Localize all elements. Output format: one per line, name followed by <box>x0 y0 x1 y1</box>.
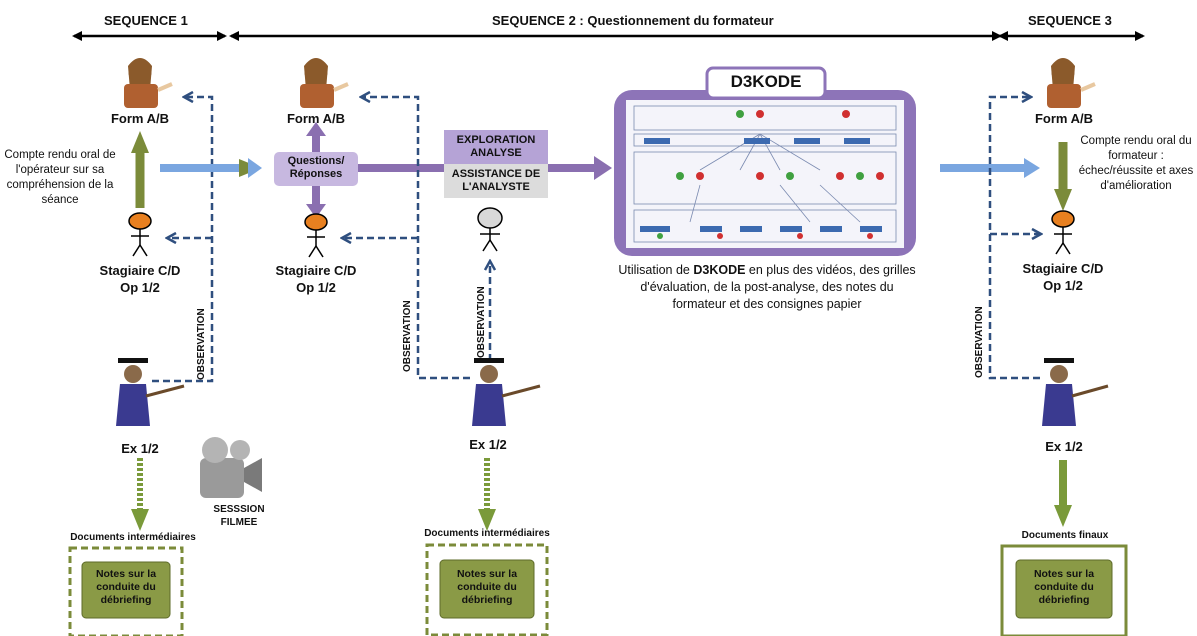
observation-label-3: OBSERVATION <box>974 306 985 378</box>
scroll-frame-1 <box>68 546 184 636</box>
camera-icon <box>200 437 262 498</box>
scroll-notes-2: Notes sur la conduite du débriefing <box>456 568 518 606</box>
exploration-box <box>444 130 548 164</box>
sequence-2-label: SEQUENCE 2 : Questionnement du formateur <box>492 13 774 28</box>
expert-figure-2 <box>472 358 541 426</box>
sequence-1-label: SEQUENCE 1 <box>104 13 188 28</box>
d3kode-panel <box>614 66 916 256</box>
expert-label-1: Ex 1/2 <box>121 441 159 456</box>
stagiaire-figure-3 <box>1051 210 1075 255</box>
questions-reponses-label: Questions/ Réponses <box>287 155 345 180</box>
assistance-box <box>444 164 548 198</box>
trainer-figure-3 <box>1047 58 1096 108</box>
sequence-3-label: SEQUENCE 3 <box>1028 13 1112 28</box>
observation-label-2: OBSERVATION <box>402 300 413 372</box>
d3kode-title: D3KODE <box>730 72 802 91</box>
observation-loop-1 <box>152 97 214 383</box>
stagiaire-figure-1 <box>128 212 152 257</box>
documents-intermediaires-1: Documents intermédiaires <box>70 532 196 543</box>
assistance-label: ASSISTANCE DE L'ANALYSTE <box>451 168 541 193</box>
expert-label-3: Ex 1/2 <box>1045 439 1083 454</box>
scroll-notes-1: Notes sur la conduite du débriefing <box>95 568 157 606</box>
scroll-frame-2 <box>425 543 549 636</box>
observation-label-analyste: OBSERVATION <box>476 286 487 358</box>
compte-rendu-formateur: Compte rendu oral du formateur : échec/r… <box>1078 135 1194 192</box>
observation-loop-3 <box>988 97 1040 380</box>
expert-figure-3 <box>1042 358 1109 426</box>
expert-figure-1 <box>116 358 185 426</box>
trainer-figure-2 <box>300 58 349 108</box>
stagiaire-figure-2 <box>304 213 328 258</box>
form-label-2: Form A/B <box>286 111 346 126</box>
documents-finaux: Documents finaux <box>1021 530 1109 541</box>
d3kode-caption: Utilisation de D3KODE en plus des vidéos… <box>618 263 916 311</box>
expert-label-2: Ex 1/2 <box>469 437 507 452</box>
observation-loop-2 <box>343 97 490 380</box>
exploration-label: EXPLORATION ANALYSE <box>456 134 536 159</box>
compte-rendu-operateur: Compte rendu oral de l'opérateur sur sa … <box>4 149 116 206</box>
scroll-notes-3: Notes sur la conduite du débriefing <box>1033 568 1095 606</box>
scroll-frame-3 <box>1000 544 1128 636</box>
form-label-3: Form A/B <box>1034 111 1094 126</box>
documents-intermediaires-2: Documents intermédiaires <box>424 528 550 539</box>
trainer-figure-1 <box>124 58 173 108</box>
analyste-figure <box>477 207 503 252</box>
form-label-1: Form A/B <box>110 111 170 126</box>
session-filmee-label: SESSSION FILMEE <box>213 504 265 528</box>
observation-label-1: OBSERVATION <box>196 308 207 380</box>
